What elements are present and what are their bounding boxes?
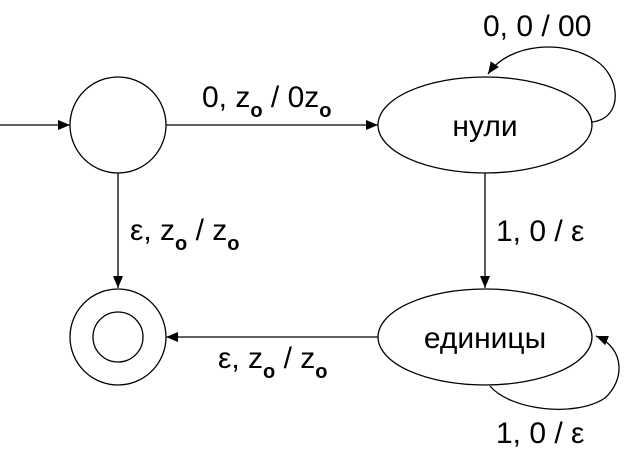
- edge-zeros-loop: [487, 46, 616, 123]
- state-accept-inner-ring: [92, 311, 144, 363]
- state-zeros-label: нули: [452, 110, 517, 143]
- label-start-to-accept: ε, zo / zo: [130, 214, 240, 255]
- label-ones-to-accept: ε, zo / zo: [218, 342, 328, 383]
- state-zeros: [377, 76, 593, 174]
- label-ones-loop: 1, 0 / ε: [496, 417, 584, 450]
- state-ones-label: единицы: [424, 322, 546, 355]
- label-zeros-loop: 0, 0 / 00: [483, 10, 591, 43]
- state-start: [69, 76, 167, 174]
- label-zeros-to-ones: 1, 0 / ε: [496, 215, 584, 248]
- edge-ones-loop: [489, 335, 620, 410]
- state-ones: [377, 288, 593, 386]
- label-start-to-zeros: 0, zo / 0zo: [202, 81, 332, 122]
